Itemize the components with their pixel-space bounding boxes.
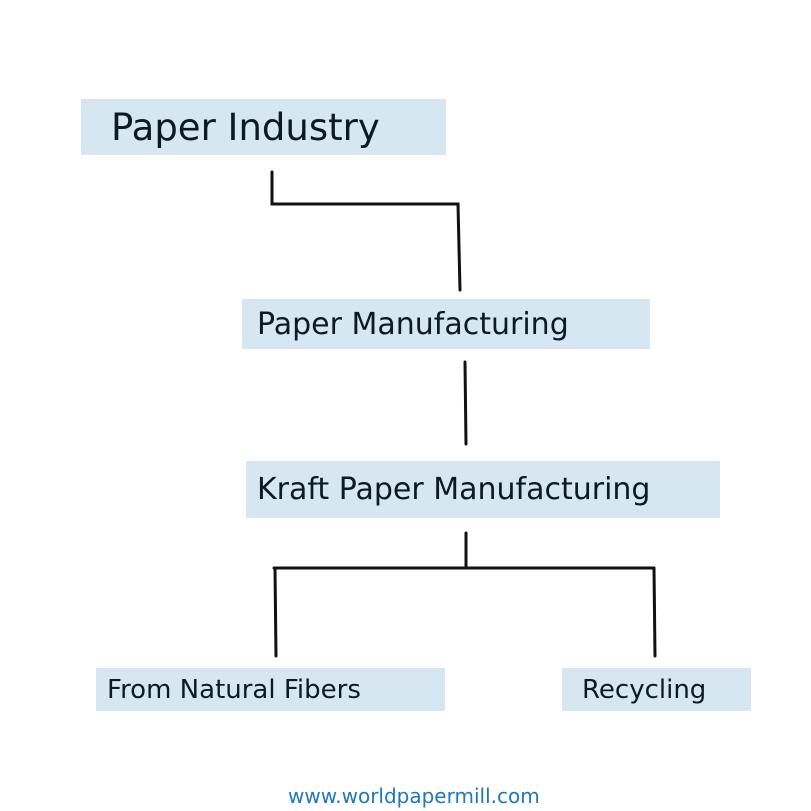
node-from-natural-fibers: From Natural Fibers [96,668,445,711]
connector-to-natural-fibers [273,566,278,658]
node-paper-industry: Paper Industry [81,99,446,155]
node-label: Recycling [582,674,707,705]
node-recycling: Recycling [562,668,751,711]
node-kraft-paper-manufacturing: Kraft Paper Manufacturing [246,461,720,518]
node-paper-manufacturing: Paper Manufacturing [242,299,650,349]
node-label: From Natural Fibers [107,674,361,705]
node-label: Paper Manufacturing [257,306,569,342]
website-footer: www.worldpapermill.com [0,784,811,808]
connector-to-recycling [652,566,657,658]
connector-root-to-manufacturing [270,170,462,292]
website-url: www.worldpapermill.com [288,784,540,808]
node-label: Kraft Paper Manufacturing [257,472,651,507]
node-label: Paper Industry [111,105,380,149]
connector-manufacturing-to-kraft [463,360,468,446]
